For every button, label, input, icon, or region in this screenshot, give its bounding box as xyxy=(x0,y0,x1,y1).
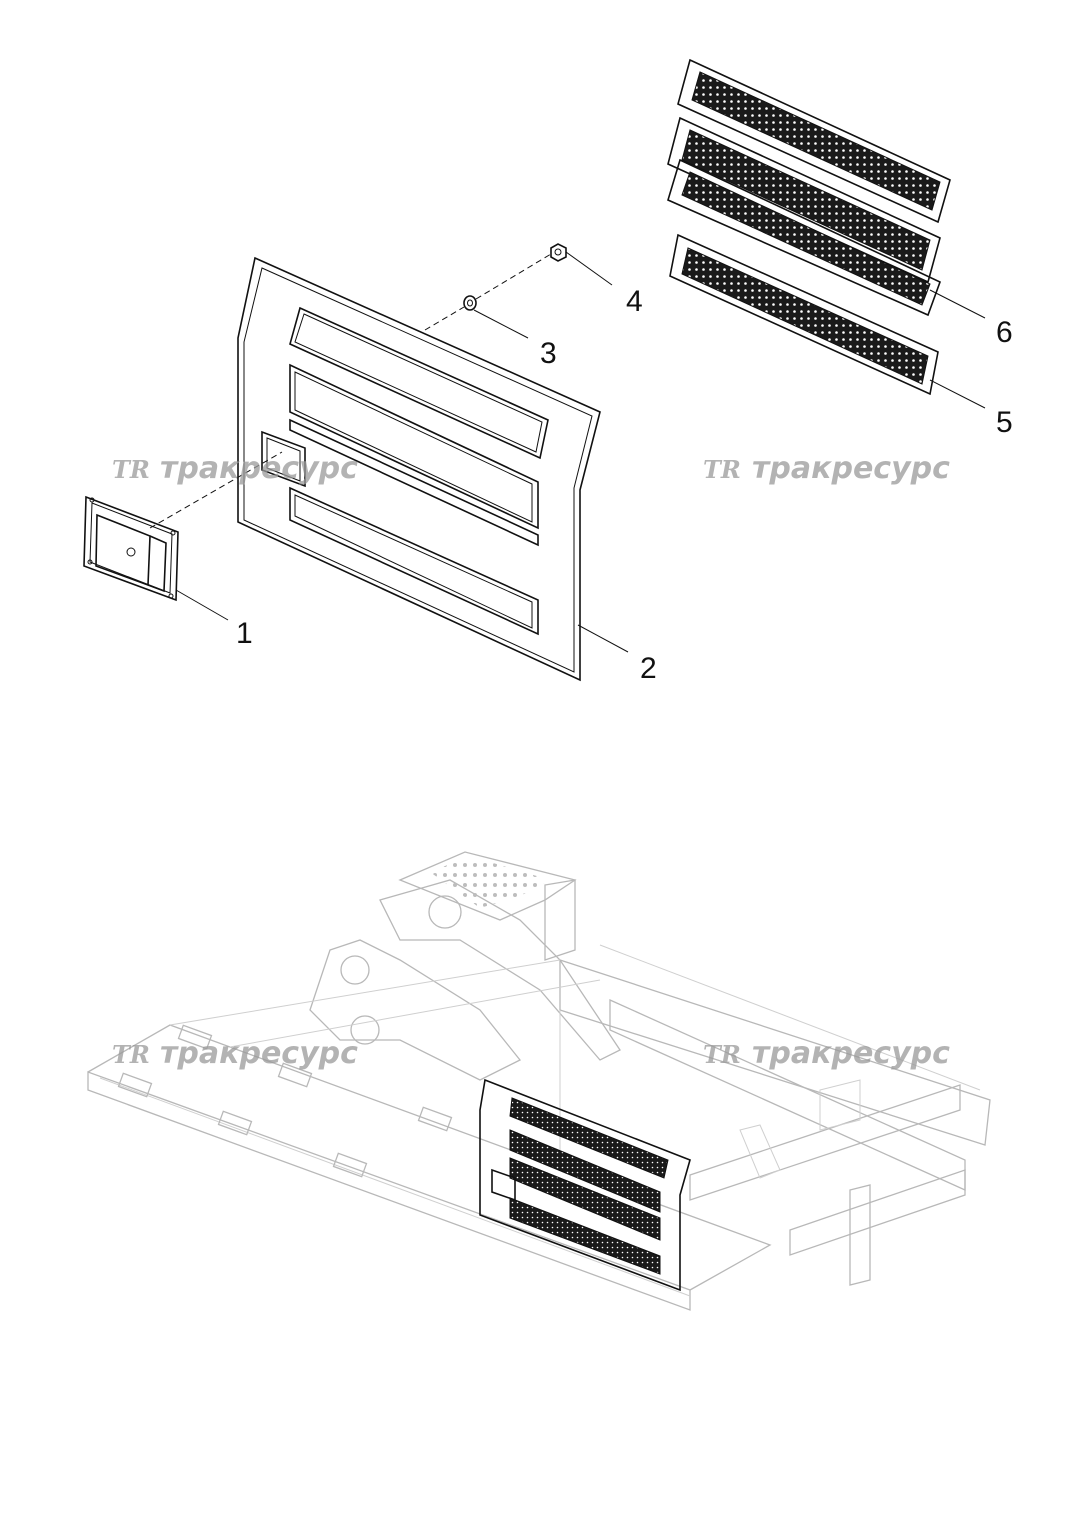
watermark-text: тракресурс xyxy=(752,1036,950,1071)
grille-part-5 xyxy=(669,233,939,396)
leader-lines xyxy=(175,251,986,653)
watermark-4: TR тракресурс xyxy=(703,1036,950,1071)
handle-part-1 xyxy=(83,495,179,602)
grille-part-6 xyxy=(667,58,951,317)
callout-4: 4 xyxy=(626,285,643,318)
panel-part-2 xyxy=(237,256,601,682)
machine-frame-assembly xyxy=(87,851,991,1311)
callout-2: 2 xyxy=(640,652,657,685)
installed-panel xyxy=(479,1078,691,1292)
fastener-guide-line xyxy=(424,253,552,331)
callout-3: 3 xyxy=(540,337,557,370)
watermark-text: тракресурс xyxy=(160,451,358,486)
watermark-3: TR тракресурс xyxy=(112,1036,358,1071)
watermark-2: TR тракресурс xyxy=(703,451,950,486)
watermark-logo: TR xyxy=(703,1040,741,1069)
watermark-text: тракресурс xyxy=(160,1036,358,1071)
watermark-logo: TR xyxy=(112,455,150,484)
handle-guide-line xyxy=(149,451,283,529)
washer-part-3 xyxy=(463,295,477,311)
watermark-logo: TR xyxy=(112,1040,150,1069)
callout-5: 5 xyxy=(996,406,1013,439)
callout-1: 1 xyxy=(236,617,253,650)
watermark-logo: TR xyxy=(703,455,741,484)
nut-part-4 xyxy=(550,243,567,262)
callout-6: 6 xyxy=(996,316,1013,349)
watermark-text: тракресурс xyxy=(752,451,950,486)
watermark-1: TR тракресурс xyxy=(112,451,358,486)
